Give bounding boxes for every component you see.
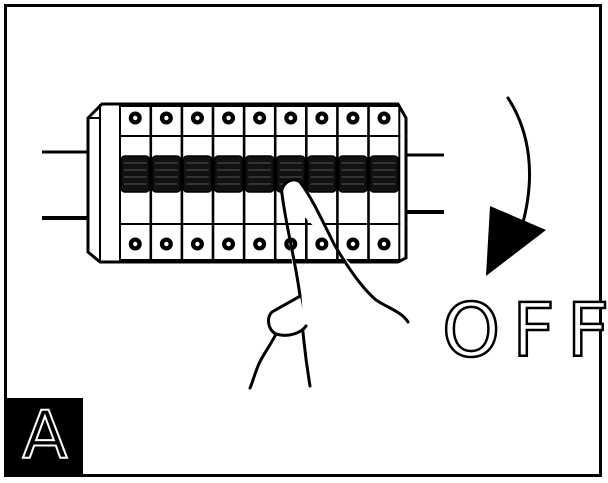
breaker-toggle-switch [182, 155, 213, 193]
breaker-panel-icon [86, 102, 408, 264]
bottom-screw-slot [257, 241, 262, 247]
breaker-module[interactable] [212, 105, 245, 261]
bottom-screw-slot [133, 241, 138, 247]
top-screw-slot [226, 115, 231, 121]
breaker-toggle-switch [151, 155, 182, 193]
top-screw-slot [288, 115, 293, 121]
breaker-module[interactable] [243, 105, 276, 261]
breaker-toggle-switch [244, 155, 275, 193]
top-screw-slot [257, 115, 262, 121]
breaker-toggle-switch [306, 155, 337, 193]
top-screw-slot [381, 115, 387, 121]
bottom-screw-slot [164, 241, 169, 247]
bottom-screw-slot [381, 241, 387, 247]
breaker-module[interactable] [305, 105, 339, 261]
breaker-module[interactable] [150, 105, 183, 261]
breaker-module[interactable] [367, 105, 401, 261]
breaker-toggle-switch [369, 155, 400, 193]
breaker-toggle-switch [337, 155, 368, 193]
pointing-hand-icon [248, 178, 410, 390]
breaker-module[interactable] [181, 105, 214, 261]
top-screw-slot [195, 115, 200, 121]
bottom-terminal [336, 223, 370, 261]
breaker-module[interactable] [119, 105, 152, 261]
top-screw-slot [350, 115, 356, 121]
top-screw-slot [164, 115, 169, 121]
top-screw-slot [319, 115, 325, 121]
breaker-module[interactable] [336, 105, 370, 261]
bottom-screw-slot [226, 241, 231, 247]
breaker-modules [119, 105, 401, 261]
curved-arrow-down-icon [486, 96, 546, 276]
top-screw-slot [133, 115, 138, 121]
bottom-screw-slot [350, 241, 356, 247]
breaker-toggle-switch [213, 155, 244, 193]
step-badge-letter: A [21, 397, 68, 475]
bottom-screw-slot [195, 241, 200, 247]
bottom-screw-slot [319, 241, 325, 247]
off-label: OFF [441, 288, 608, 374]
step-badge: A [7, 397, 83, 475]
breaker-toggle-switch [120, 155, 151, 193]
